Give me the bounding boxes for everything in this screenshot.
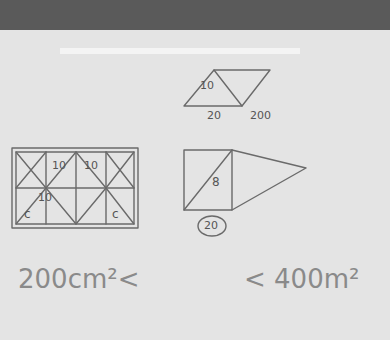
dimension-label: 10 xyxy=(38,192,52,203)
top-shadow xyxy=(0,0,390,30)
board-surface xyxy=(0,30,390,340)
letter-label: c xyxy=(24,208,31,220)
dimension-label: 8 xyxy=(212,176,220,188)
dimension-label: 10 xyxy=(84,160,98,171)
parallelogram-figure xyxy=(184,70,270,106)
light-glare xyxy=(60,48,300,54)
dimension-label: 20 xyxy=(207,110,221,121)
dimension-label: 10 xyxy=(52,160,66,171)
inequality-text: < 400m² xyxy=(244,266,359,292)
inequality-text: 200cm²< xyxy=(18,266,139,292)
dimension-label: 10 xyxy=(200,80,214,91)
dimension-label: 20 xyxy=(204,220,218,231)
rectangle-grid-figure xyxy=(12,148,138,228)
letter-label: c xyxy=(112,208,119,220)
area-label: 200 xyxy=(250,110,271,121)
square-triangle-figure xyxy=(184,150,306,236)
